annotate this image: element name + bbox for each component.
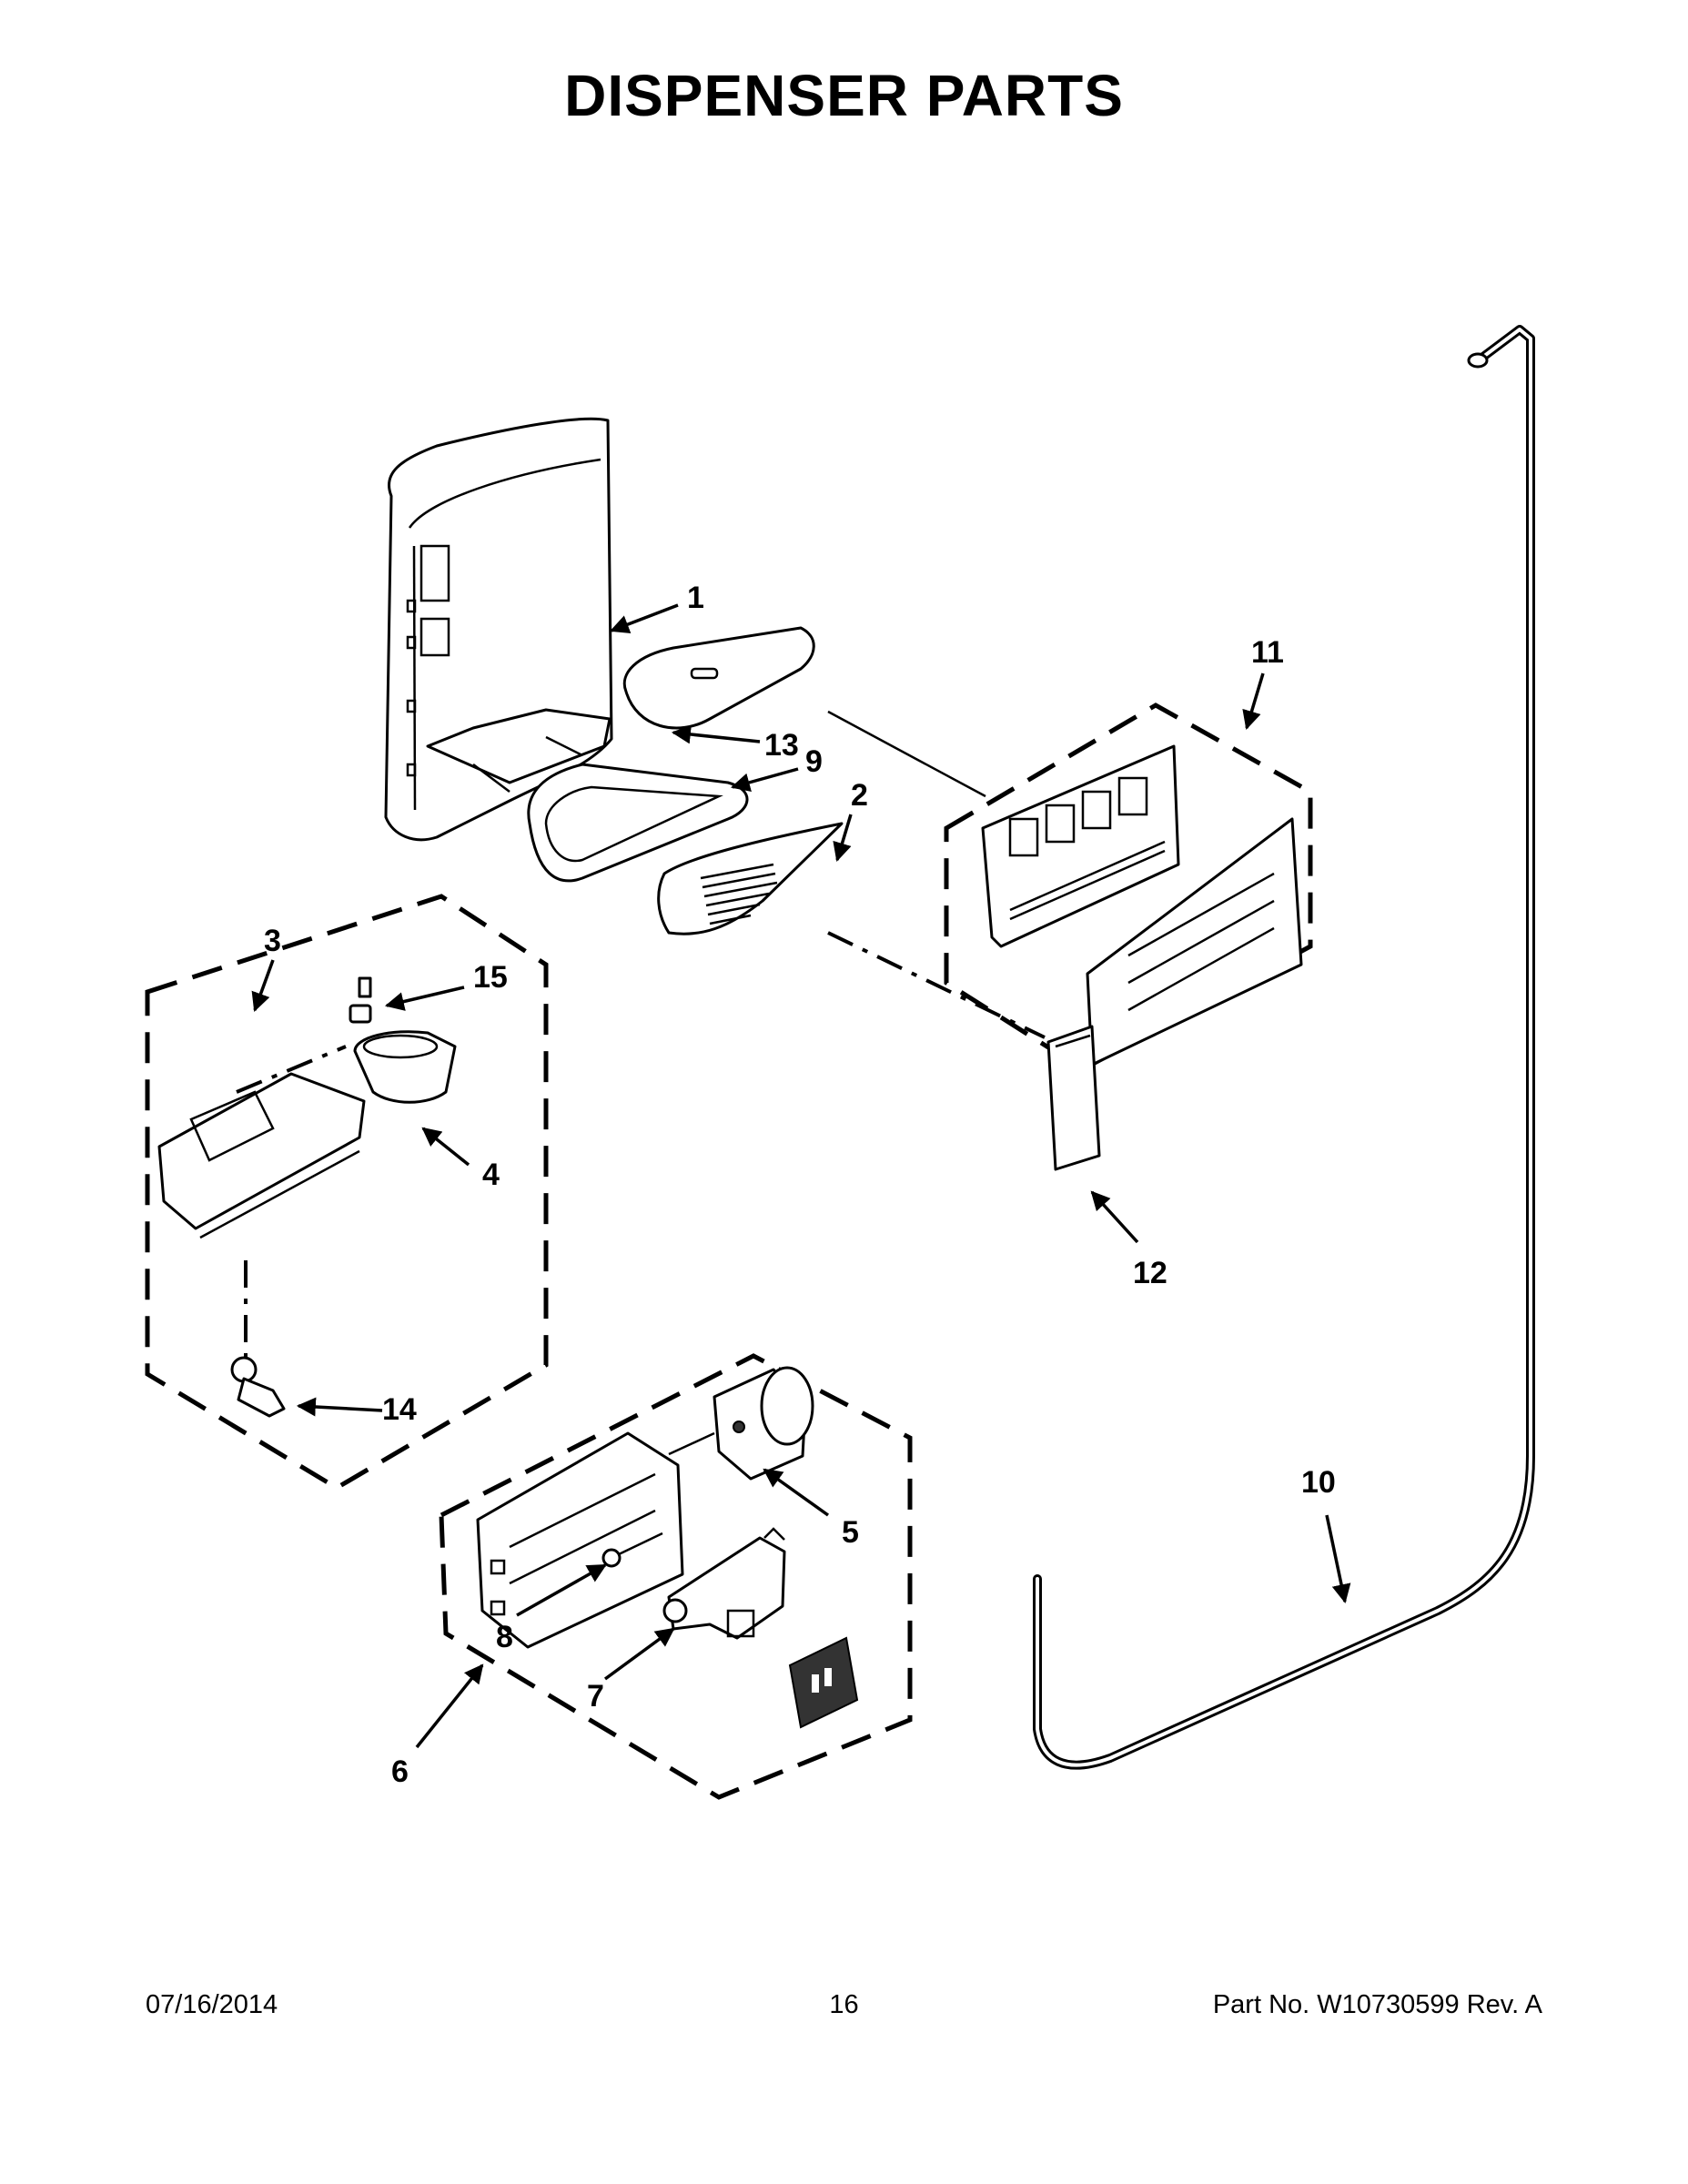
part-7-solenoid [662,1527,786,1640]
part-12-block [1046,1025,1101,1171]
callout-14: 14 [382,1392,417,1427]
callout-11: 11 [1251,635,1284,670]
callout-2: 2 [851,778,868,813]
callout-13: 13 [764,728,799,763]
footer-part-number: Part No. W10730599 Rev. A [1212,1990,1542,2019]
part-13-shelf [622,626,815,730]
callout-3: 3 [264,924,281,958]
part-2-grille [657,822,844,935]
part-10-tube-inner [1036,328,1532,1767]
callout-5: 5 [842,1515,859,1550]
leader-lines [251,603,1351,1749]
callout-1: 1 [687,581,704,615]
part-4-cup [353,1030,457,1104]
footer-page-number: 16 [829,1990,859,2019]
assembly-line-11 [827,710,986,798]
page-title: DISPENSER PARTS [564,63,1124,128]
part-10-tube-end [1467,352,1489,369]
callout-8: 8 [496,1620,513,1654]
part-8-screw [601,1532,663,1568]
part-11-control-panel [944,703,1313,1072]
part-1-dispenser-housing [384,417,613,842]
callout-4: 4 [482,1158,500,1192]
part-3-actuator-assembly [145,894,549,1491]
part-9-drip-tray [527,763,749,883]
callout-10: 10 [1301,1465,1336,1500]
callout-6: 6 [391,1754,409,1789]
part-14-fitting [230,1356,286,1418]
part-6-motor-assembly [439,1353,913,1800]
rubber-pad [788,1636,859,1729]
assembly-line-12 [827,931,1046,1039]
part-15-clip [349,976,372,1024]
callout-labels: 1 2 3 4 5 6 7 8 9 10 11 12 13 14 15 [264,581,1336,1789]
callout-12: 12 [1133,1256,1167,1290]
part-5-motor [668,1366,814,1481]
footer-date: 07/16/2014 [146,1990,278,2019]
callout-7: 7 [587,1679,604,1714]
callout-9: 9 [805,744,823,779]
callout-15: 15 [473,960,508,995]
